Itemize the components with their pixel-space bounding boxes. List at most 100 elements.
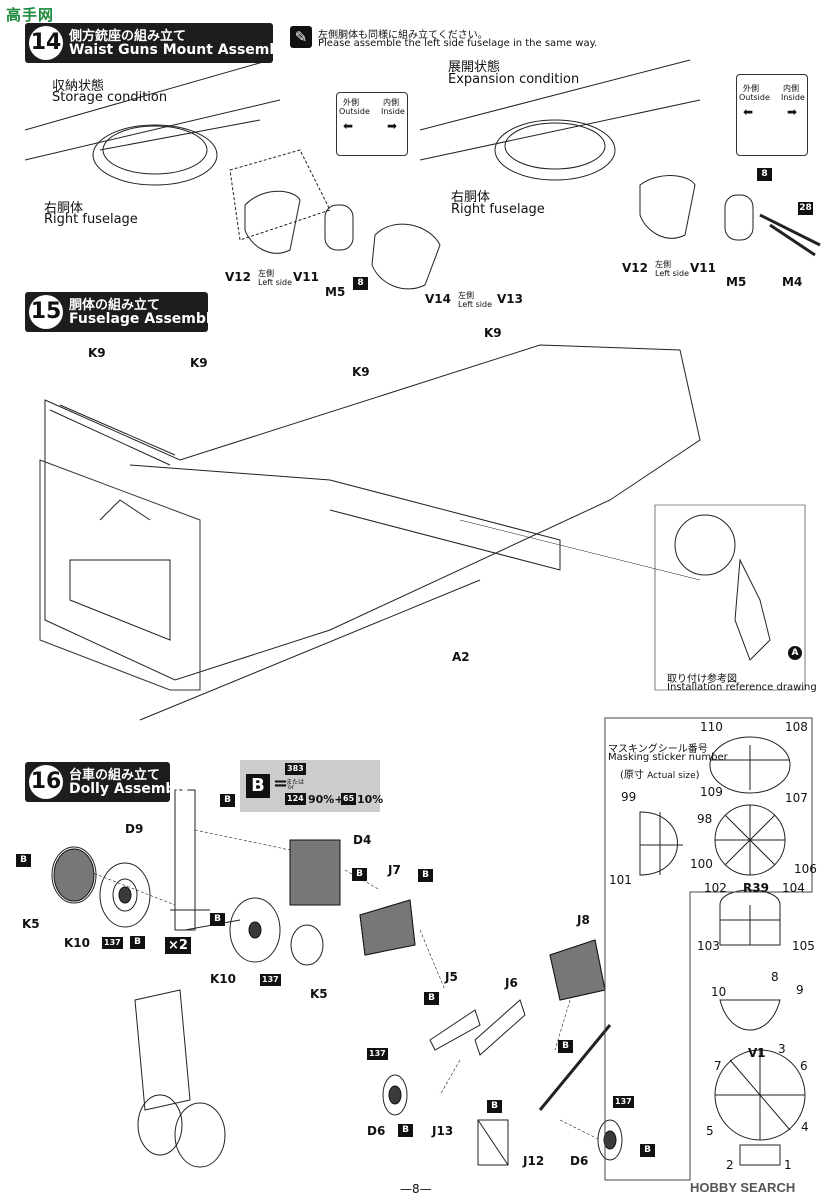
or-jp: または (286, 779, 305, 786)
right-fuselage-jp: 右胴体 (44, 201, 84, 216)
color-b-large: B (246, 774, 270, 798)
color-b-chip: B (352, 868, 367, 881)
step-number: 16 (29, 765, 63, 799)
left-side-en-2: Left side (458, 300, 492, 309)
left-side-jp-3: 左側 (655, 260, 671, 269)
mask-107: 107 (785, 791, 808, 805)
color-137-chip: 137 (367, 1048, 388, 1060)
step-number: 14 (29, 26, 63, 60)
part-k5-2: K5 (310, 987, 328, 1001)
color-b-chip: B (210, 913, 225, 926)
mask-104: 104 (782, 881, 805, 895)
left-side-jp: 左側 (258, 269, 274, 278)
part-v14: V14 (425, 292, 451, 306)
mask-4: 4 (801, 1120, 809, 1134)
step-title-jp: 側方銃座の組み立て (69, 29, 187, 44)
step-title-jp: 胴体の組み立て (69, 298, 161, 313)
color-b-chip: B (640, 1144, 655, 1157)
part-j5: J5 (445, 970, 458, 984)
mask-6: 6 (800, 1059, 808, 1073)
color-b-chip: B (16, 854, 31, 867)
part-k9-3: K9 (352, 365, 370, 379)
mask-v1: V1 (748, 1046, 766, 1060)
mask-100: 100 (690, 857, 713, 871)
orientation-callout-left: 外側 Outside 内側 Inside ⬅ ➡ (336, 92, 408, 156)
part-d4: D4 (353, 833, 372, 847)
part-k9-2: K9 (190, 356, 208, 370)
left-side-jp-2: 左側 (458, 291, 474, 300)
mask-title-en: Masking sticker number (608, 752, 728, 763)
ref-caption-jp: 取り付け参考図 (667, 674, 737, 685)
color-137-chip: 137 (260, 974, 281, 986)
part-v11: V11 (293, 270, 319, 284)
mix-percent-1: 90%+ (308, 793, 344, 806)
left-side-en-3: Left side (655, 269, 689, 278)
mask-2: 2 (726, 1158, 734, 1172)
mask-9: 9 (796, 983, 804, 997)
step-title-jp: 台車の組み立て (69, 768, 161, 783)
arrow-left-icon: ⬅ (343, 119, 354, 133)
mask-106: 106 (794, 862, 817, 876)
step-14-header: 14 側方銃座の組み立て Waist Guns Mount Assembly (25, 23, 293, 63)
mask-10: 10 (711, 985, 727, 999)
color-b-chip: B (220, 794, 235, 807)
note-en: Please assemble the left side fuselage i… (318, 38, 598, 49)
part-k9-4: K9 (484, 326, 502, 340)
mask-1: 1 (784, 1158, 792, 1172)
color-b-chip: B (130, 936, 145, 949)
orientation-callout-right: 外側 Outside 内側 Inside ⬅ ➡ (736, 74, 808, 156)
mask-7: 7 (714, 1059, 722, 1073)
equals-sign: = (273, 773, 289, 794)
part-j13: J13 (432, 1124, 454, 1138)
mask-108: 108 (785, 720, 808, 734)
part-j8: J8 (577, 913, 590, 927)
color-65: 65 (341, 793, 357, 805)
storage-jp: 収納状態 (52, 79, 105, 94)
mask-105: 105 (792, 939, 815, 953)
expansion-en: Expansion condition (448, 72, 580, 87)
color-8-chip-right: 8 (757, 168, 772, 181)
color-b-chip: B (424, 992, 439, 1005)
times-two: ×2 (165, 937, 191, 954)
color-28-chip: 28 (798, 202, 813, 215)
part-d6-2: D6 (570, 1154, 589, 1168)
part-m5-right: M5 (726, 275, 747, 289)
mask-110: 110 (700, 720, 723, 734)
watermark-logo: 高手网 (6, 6, 55, 24)
storage-en: Storage condition (52, 90, 168, 105)
mask-99: 99 (621, 790, 637, 804)
mask-size: (原寸 Actual size) (620, 770, 700, 781)
part-k9-1: K9 (88, 346, 106, 360)
color-137-chip: 137 (613, 1096, 634, 1108)
note-jp: 左側胴体も同様に組み立てください。 (318, 30, 488, 41)
page-number: —8— (400, 1182, 432, 1196)
part-k5: K5 (22, 917, 40, 931)
mask-98: 98 (697, 812, 713, 826)
expansion-jp: 展開状態 (448, 60, 501, 75)
mask-103: 103 (697, 939, 720, 953)
part-d6: D6 (367, 1124, 386, 1138)
mask-109: 109 (700, 785, 723, 799)
color-b-chip: B (558, 1040, 573, 1053)
step-16-header: 16 台車の組み立て Dolly Assembly (25, 762, 189, 802)
left-side-en: Left side (258, 278, 292, 287)
part-k10: K10 (64, 936, 90, 950)
arrow-right-icon: ➡ (387, 119, 398, 133)
part-v12: V12 (225, 270, 251, 284)
part-j6: J6 (505, 976, 518, 990)
color-137-chip: 137 (102, 937, 123, 949)
part-v12-right: V12 (622, 261, 648, 275)
right-fuselage-en-2: Right fuselage (451, 202, 545, 217)
part-m5: M5 (325, 285, 346, 299)
mask-3: 3 (778, 1042, 786, 1056)
mask-title-jp: マスキングシール番号 (608, 744, 708, 755)
step-15-header: 15 胴体の組み立て Fuselage Assembly (25, 292, 220, 332)
ref-caption-en: Installation reference drawing (667, 682, 817, 693)
part-d9: D9 (125, 822, 144, 836)
part-a2: A2 (452, 650, 470, 664)
mask-r39: R39 (743, 881, 769, 895)
arrow-left-icon: ⬅ (743, 105, 754, 119)
step-number: 15 (29, 295, 63, 329)
ref-marker-a: A (788, 646, 802, 660)
